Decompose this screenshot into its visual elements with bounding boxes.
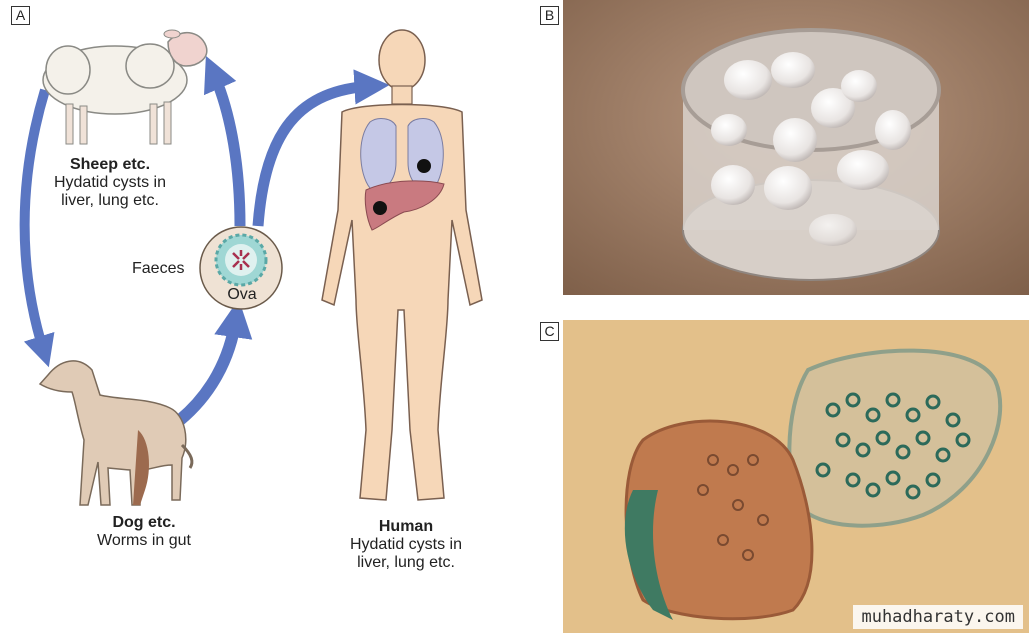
ova-label: Ova	[227, 286, 257, 303]
sheep-desc-line1: Hydatid cysts in	[53, 174, 167, 191]
arrow-ova-to-sheep	[204, 55, 246, 227]
arrow-sheep-to-dog	[19, 88, 55, 368]
ova-illustration	[199, 226, 283, 310]
dog-illustration	[38, 360, 194, 506]
panel-b-letter: B	[540, 6, 559, 25]
human-desc-line1: Hydatid cysts in	[349, 536, 463, 553]
dog-desc: Worms in gut	[97, 532, 191, 549]
faeces-label: Faeces	[132, 260, 185, 277]
panel-a-letter: A	[11, 6, 30, 25]
micrograph-photo	[563, 320, 1029, 633]
sheep-desc-line2: liver, lung etc.	[61, 192, 159, 209]
life-cycle-diagram	[19, 29, 483, 506]
arrow-ova-to-human	[252, 69, 390, 227]
human-illustration	[321, 29, 483, 501]
watermark: muhadharaty.com	[853, 605, 1023, 629]
cysts-jar-photo	[563, 0, 1029, 295]
dog-label: Dog etc. Worms in gut	[74, 514, 214, 550]
sheep-label: Sheep etc. Hydatid cysts in liver, lung …	[30, 156, 190, 210]
human-desc-line2: liver, lung etc.	[357, 554, 455, 571]
micrograph-image	[563, 320, 1029, 633]
human-label: Human Hydatid cysts in liver, lung etc.	[326, 518, 486, 572]
sheep-illustration	[42, 29, 208, 145]
sheep-title: Sheep etc.	[69, 156, 151, 173]
dog-title: Dog etc.	[112, 514, 176, 531]
human-title: Human	[378, 518, 434, 535]
panel-c-letter: C	[540, 322, 559, 341]
arrow-dog-to-ova	[176, 298, 253, 425]
cysts-jar-image	[563, 0, 1029, 295]
